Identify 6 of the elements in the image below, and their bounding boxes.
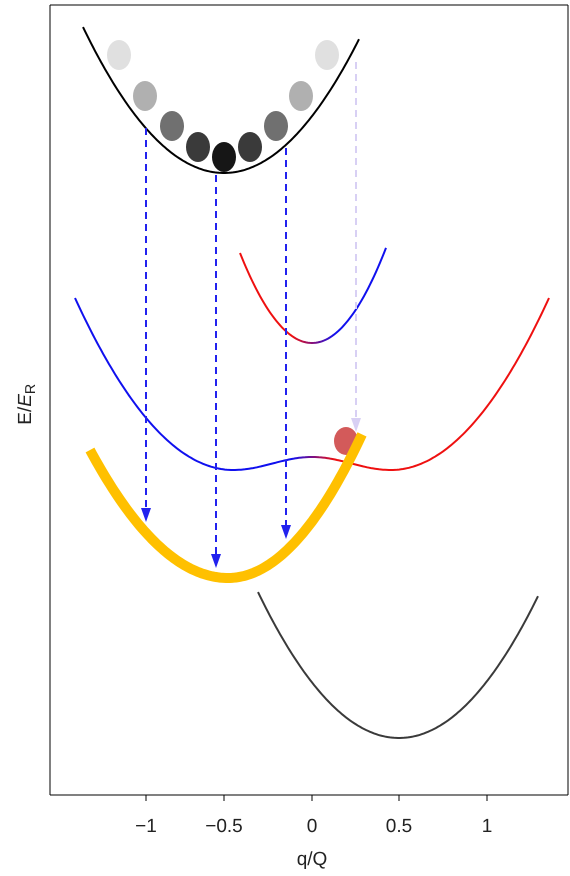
tick-label: −1 bbox=[134, 815, 158, 839]
axis-label: q/Q bbox=[296, 848, 328, 872]
tick-label: 0.5 bbox=[384, 815, 414, 839]
tick-label: 1 bbox=[480, 815, 494, 839]
tick-label: −0.5 bbox=[204, 815, 244, 839]
tick-label: 0 bbox=[306, 815, 318, 839]
